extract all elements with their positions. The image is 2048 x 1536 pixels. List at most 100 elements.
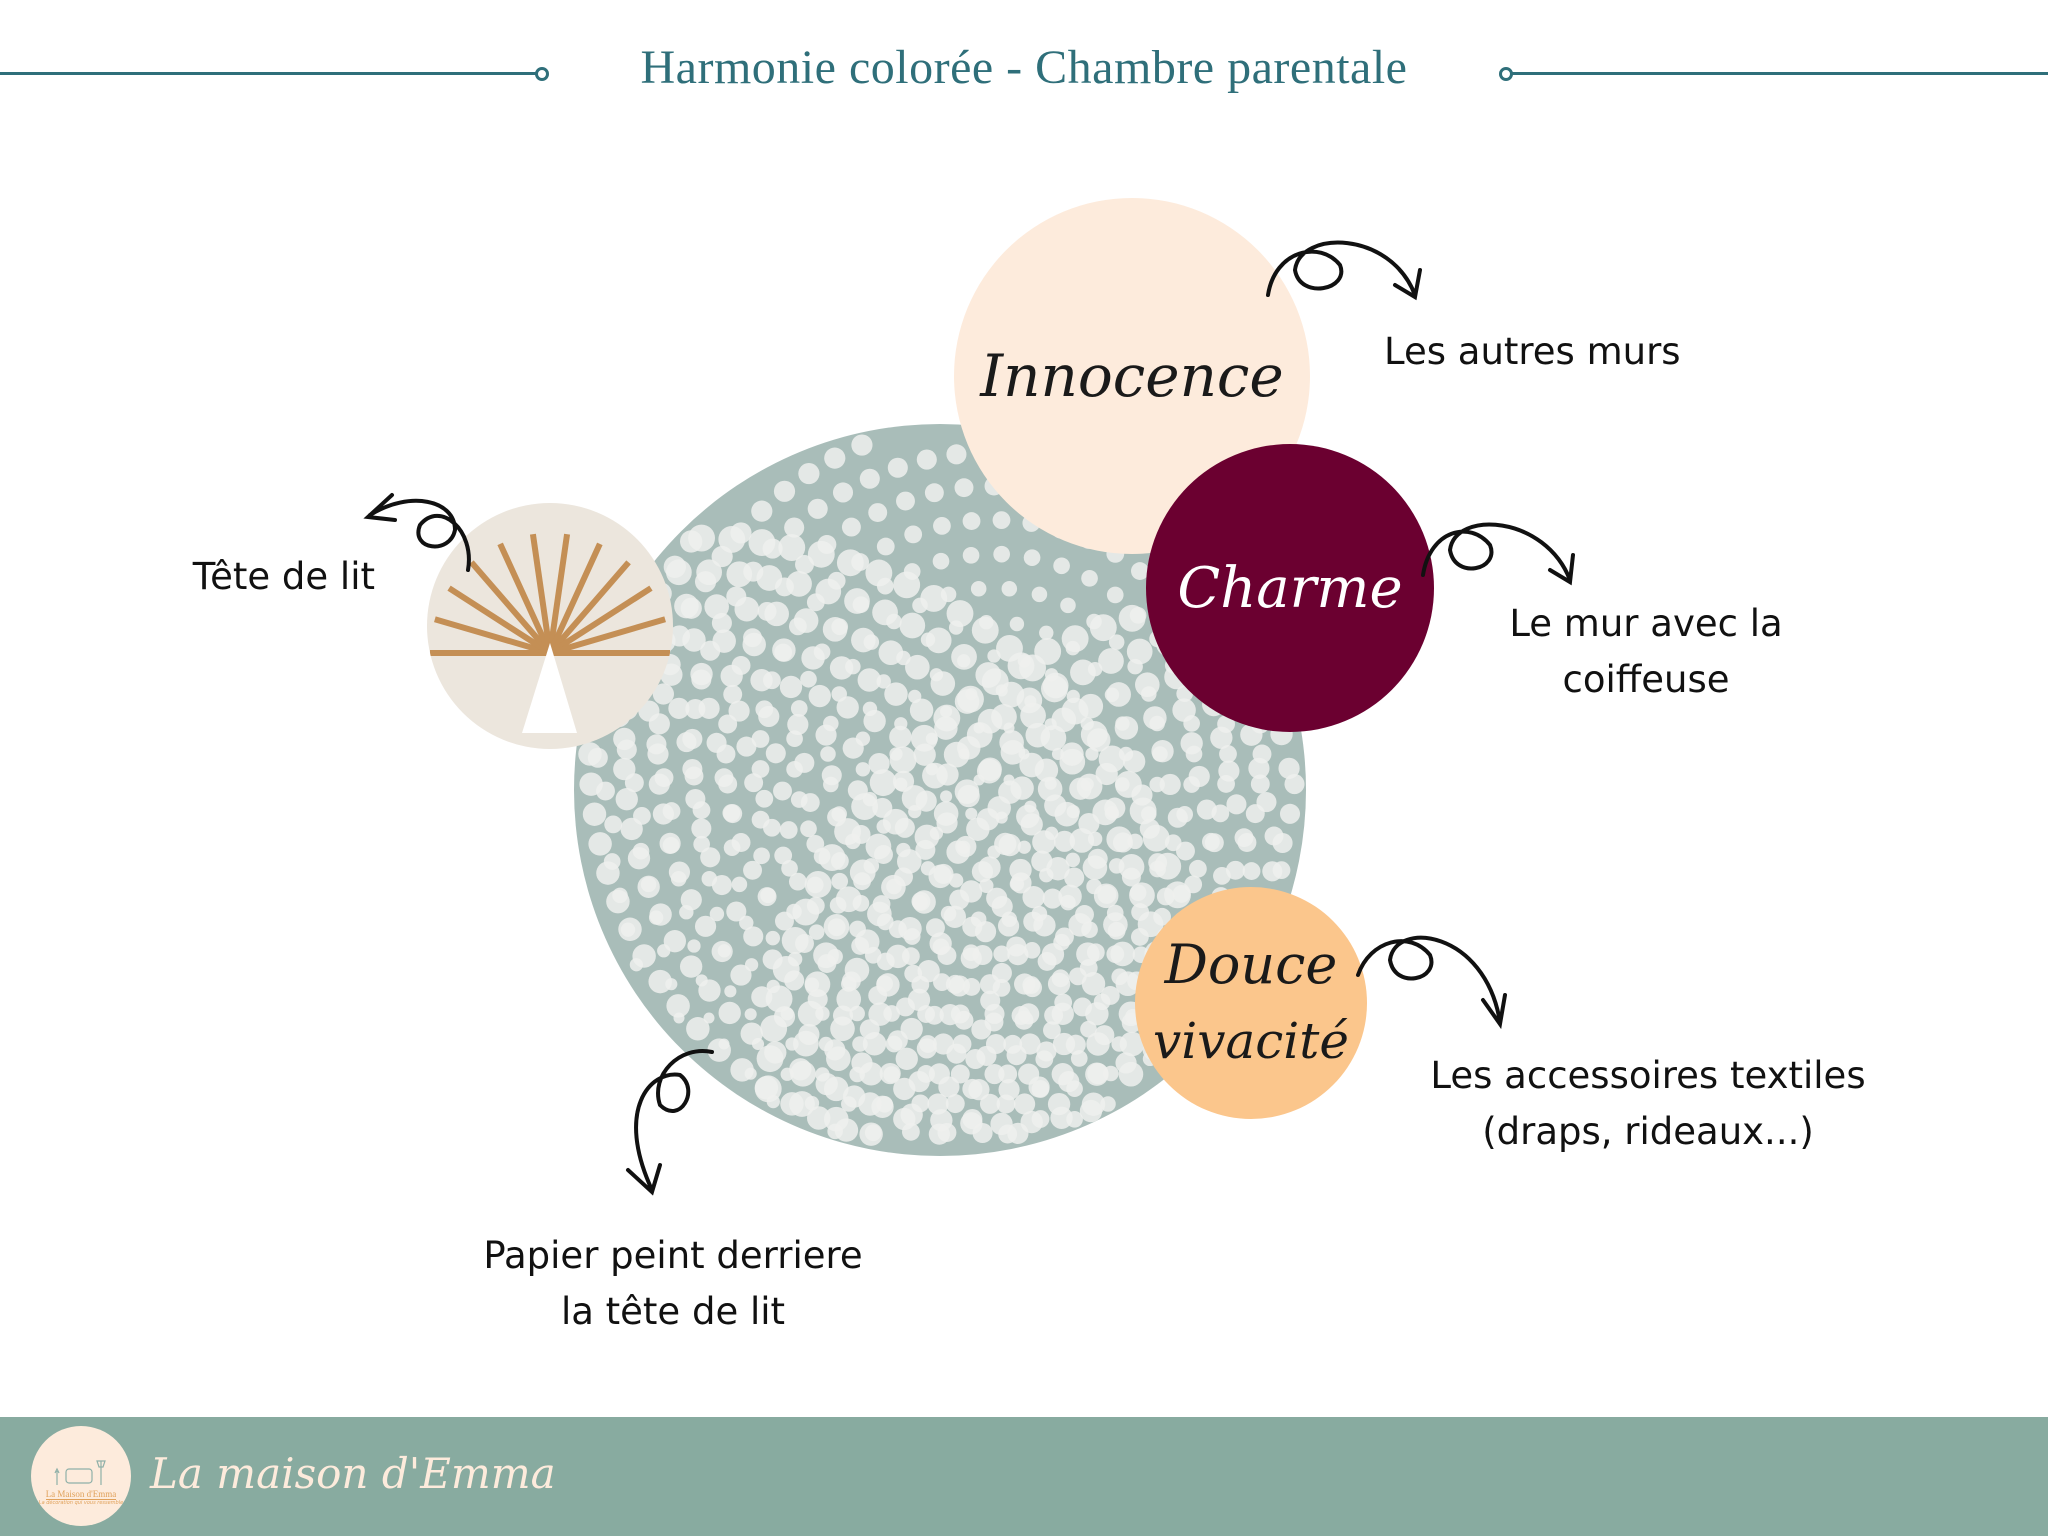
- wallpaper-dot: [754, 1075, 782, 1103]
- label-line: Le mur avec la: [1509, 602, 1783, 645]
- wallpaper-dot: [718, 1001, 741, 1025]
- wallpaper-dot: [1066, 1110, 1083, 1128]
- wallpaper-dot: [1112, 832, 1134, 853]
- wallpaper-dot: [820, 746, 836, 762]
- label-douce-vivacite: Les accessoires textiles (draps, rideaux…: [1398, 1048, 1898, 1160]
- wallpaper-dot: [876, 537, 895, 556]
- header-rule-right-knob: [1499, 67, 1513, 81]
- label-line: la tête de lit: [560, 1290, 786, 1333]
- wallpaper-dot: [731, 876, 748, 893]
- wallpaper-dot: [604, 815, 623, 834]
- wallpaper-dot: [700, 847, 721, 868]
- wallpaper-dot: [911, 1094, 930, 1113]
- wallpaper-dot: [1218, 760, 1240, 782]
- wallpaper-dot: [588, 832, 612, 856]
- wallpaper-dot: [1114, 716, 1139, 740]
- wallpaper-dot: [1188, 859, 1207, 878]
- wallpaper-dot: [1081, 1092, 1106, 1116]
- wallpaper-dot: [1009, 616, 1025, 632]
- wallpaper-dot: [1053, 557, 1070, 575]
- wallpaper-dot: [1047, 1092, 1071, 1116]
- wallpaper-dot: [1248, 757, 1270, 779]
- wallpaper-dot: [895, 1047, 918, 1070]
- wallpaper-dot: [748, 529, 776, 557]
- wallpaper-dot: [751, 760, 770, 778]
- wallpaper-dot: [587, 747, 608, 768]
- wallpaper-dot: [714, 768, 734, 788]
- wallpaper-dot: [932, 1033, 954, 1055]
- wallpaper-dot: [1188, 765, 1210, 788]
- swatch-douce-vivacite: Douce vivacité: [1135, 887, 1367, 1119]
- wallpaper-dot: [1279, 803, 1301, 824]
- wallpaper-dot: [928, 1063, 950, 1085]
- wallpaper-dot: [818, 1036, 834, 1052]
- wallpaper-dot: [734, 596, 760, 622]
- wallpaper-dot: [823, 914, 850, 940]
- logo-tagline: La décoration qui vous ressemble: [38, 1500, 124, 1506]
- wallpaper-dot: [899, 612, 926, 639]
- wallpaper-dot: [662, 836, 680, 854]
- wallpaper-dot: [993, 945, 1010, 963]
- wallpaper-dot: [724, 985, 737, 998]
- wallpaper-dot: [1078, 812, 1100, 835]
- wallpaper-dot: [648, 969, 672, 994]
- wallpaper-dot: [1167, 807, 1188, 828]
- wallpaper-dot: [1066, 1080, 1083, 1098]
- wallpaper-dot: [1086, 728, 1111, 752]
- wallpaper-dot: [758, 705, 780, 728]
- wallpaper-dot: [1035, 1050, 1054, 1069]
- wallpaper-dot: [603, 853, 621, 870]
- wallpaper-dot: [914, 824, 940, 850]
- wallpaper-dot: [1098, 648, 1124, 674]
- wallpaper-dot: [1256, 792, 1277, 813]
- wallpaper-dot: [1111, 968, 1129, 986]
- wallpaper-dot: [679, 955, 703, 978]
- wallpaper-dot: [773, 480, 796, 502]
- wallpaper-dot: [804, 971, 831, 998]
- wallpaper-dot: [830, 1016, 855, 1042]
- wallpaper-dot: [744, 1008, 757, 1021]
- wallpaper-dot: [993, 545, 1010, 563]
- wallpaper-dot: [887, 457, 908, 478]
- wallpaper-dot: [862, 1032, 887, 1056]
- wallpaper-dot: [806, 834, 825, 853]
- wallpaper-dot: [1085, 1062, 1109, 1086]
- wallpaper-dot: [1121, 867, 1141, 887]
- wallpaper-dot: [928, 1123, 950, 1145]
- wallpaper-dot: [682, 628, 706, 652]
- wallpaper-dot: [844, 957, 870, 983]
- wallpaper-dot: [868, 1002, 892, 1026]
- wallpaper-dot: [1078, 693, 1104, 719]
- wallpaper-dot: [781, 859, 798, 877]
- wallpaper-dot: [1180, 732, 1203, 755]
- wallpaper-dot: [765, 985, 793, 1013]
- wallpaper-dot: [1087, 848, 1108, 869]
- wallpaper-dot: [1093, 993, 1111, 1011]
- wallpaper-dot: [1143, 706, 1167, 730]
- wallpaper-dot: [823, 1076, 849, 1102]
- wallpaper-dot: [996, 1094, 1016, 1114]
- wallpaper-dot: [1006, 936, 1027, 957]
- wallpaper-dot: [688, 524, 716, 552]
- wallpaper-dot: [927, 1093, 949, 1115]
- wallpaper-dot: [883, 1066, 900, 1083]
- wallpaper-dot: [1176, 841, 1195, 861]
- wallpaper-dot: [798, 462, 820, 485]
- wallpaper-dot: [1240, 723, 1263, 746]
- wallpaper-dot: [1213, 866, 1231, 885]
- wallpaper-dot: [815, 1067, 830, 1082]
- header-rule-left: [0, 72, 536, 75]
- wallpaper-dot: [1031, 586, 1048, 603]
- wallpaper-dot: [1122, 750, 1146, 773]
- wallpaper-dot: [743, 860, 763, 880]
- wallpaper-dot: [666, 994, 690, 1018]
- wallpaper-dot: [676, 732, 697, 753]
- wallpaper-dot: [997, 915, 1020, 937]
- wallpaper-dot: [772, 955, 800, 983]
- wallpaper-dot: [869, 769, 897, 797]
- wallpaper-dot: [807, 540, 835, 568]
- wallpaper-dot: [1226, 794, 1247, 815]
- label-headboard: Tête de lit: [192, 555, 375, 598]
- wallpaper-dot: [616, 739, 637, 760]
- wallpaper-dot: [1081, 972, 1106, 996]
